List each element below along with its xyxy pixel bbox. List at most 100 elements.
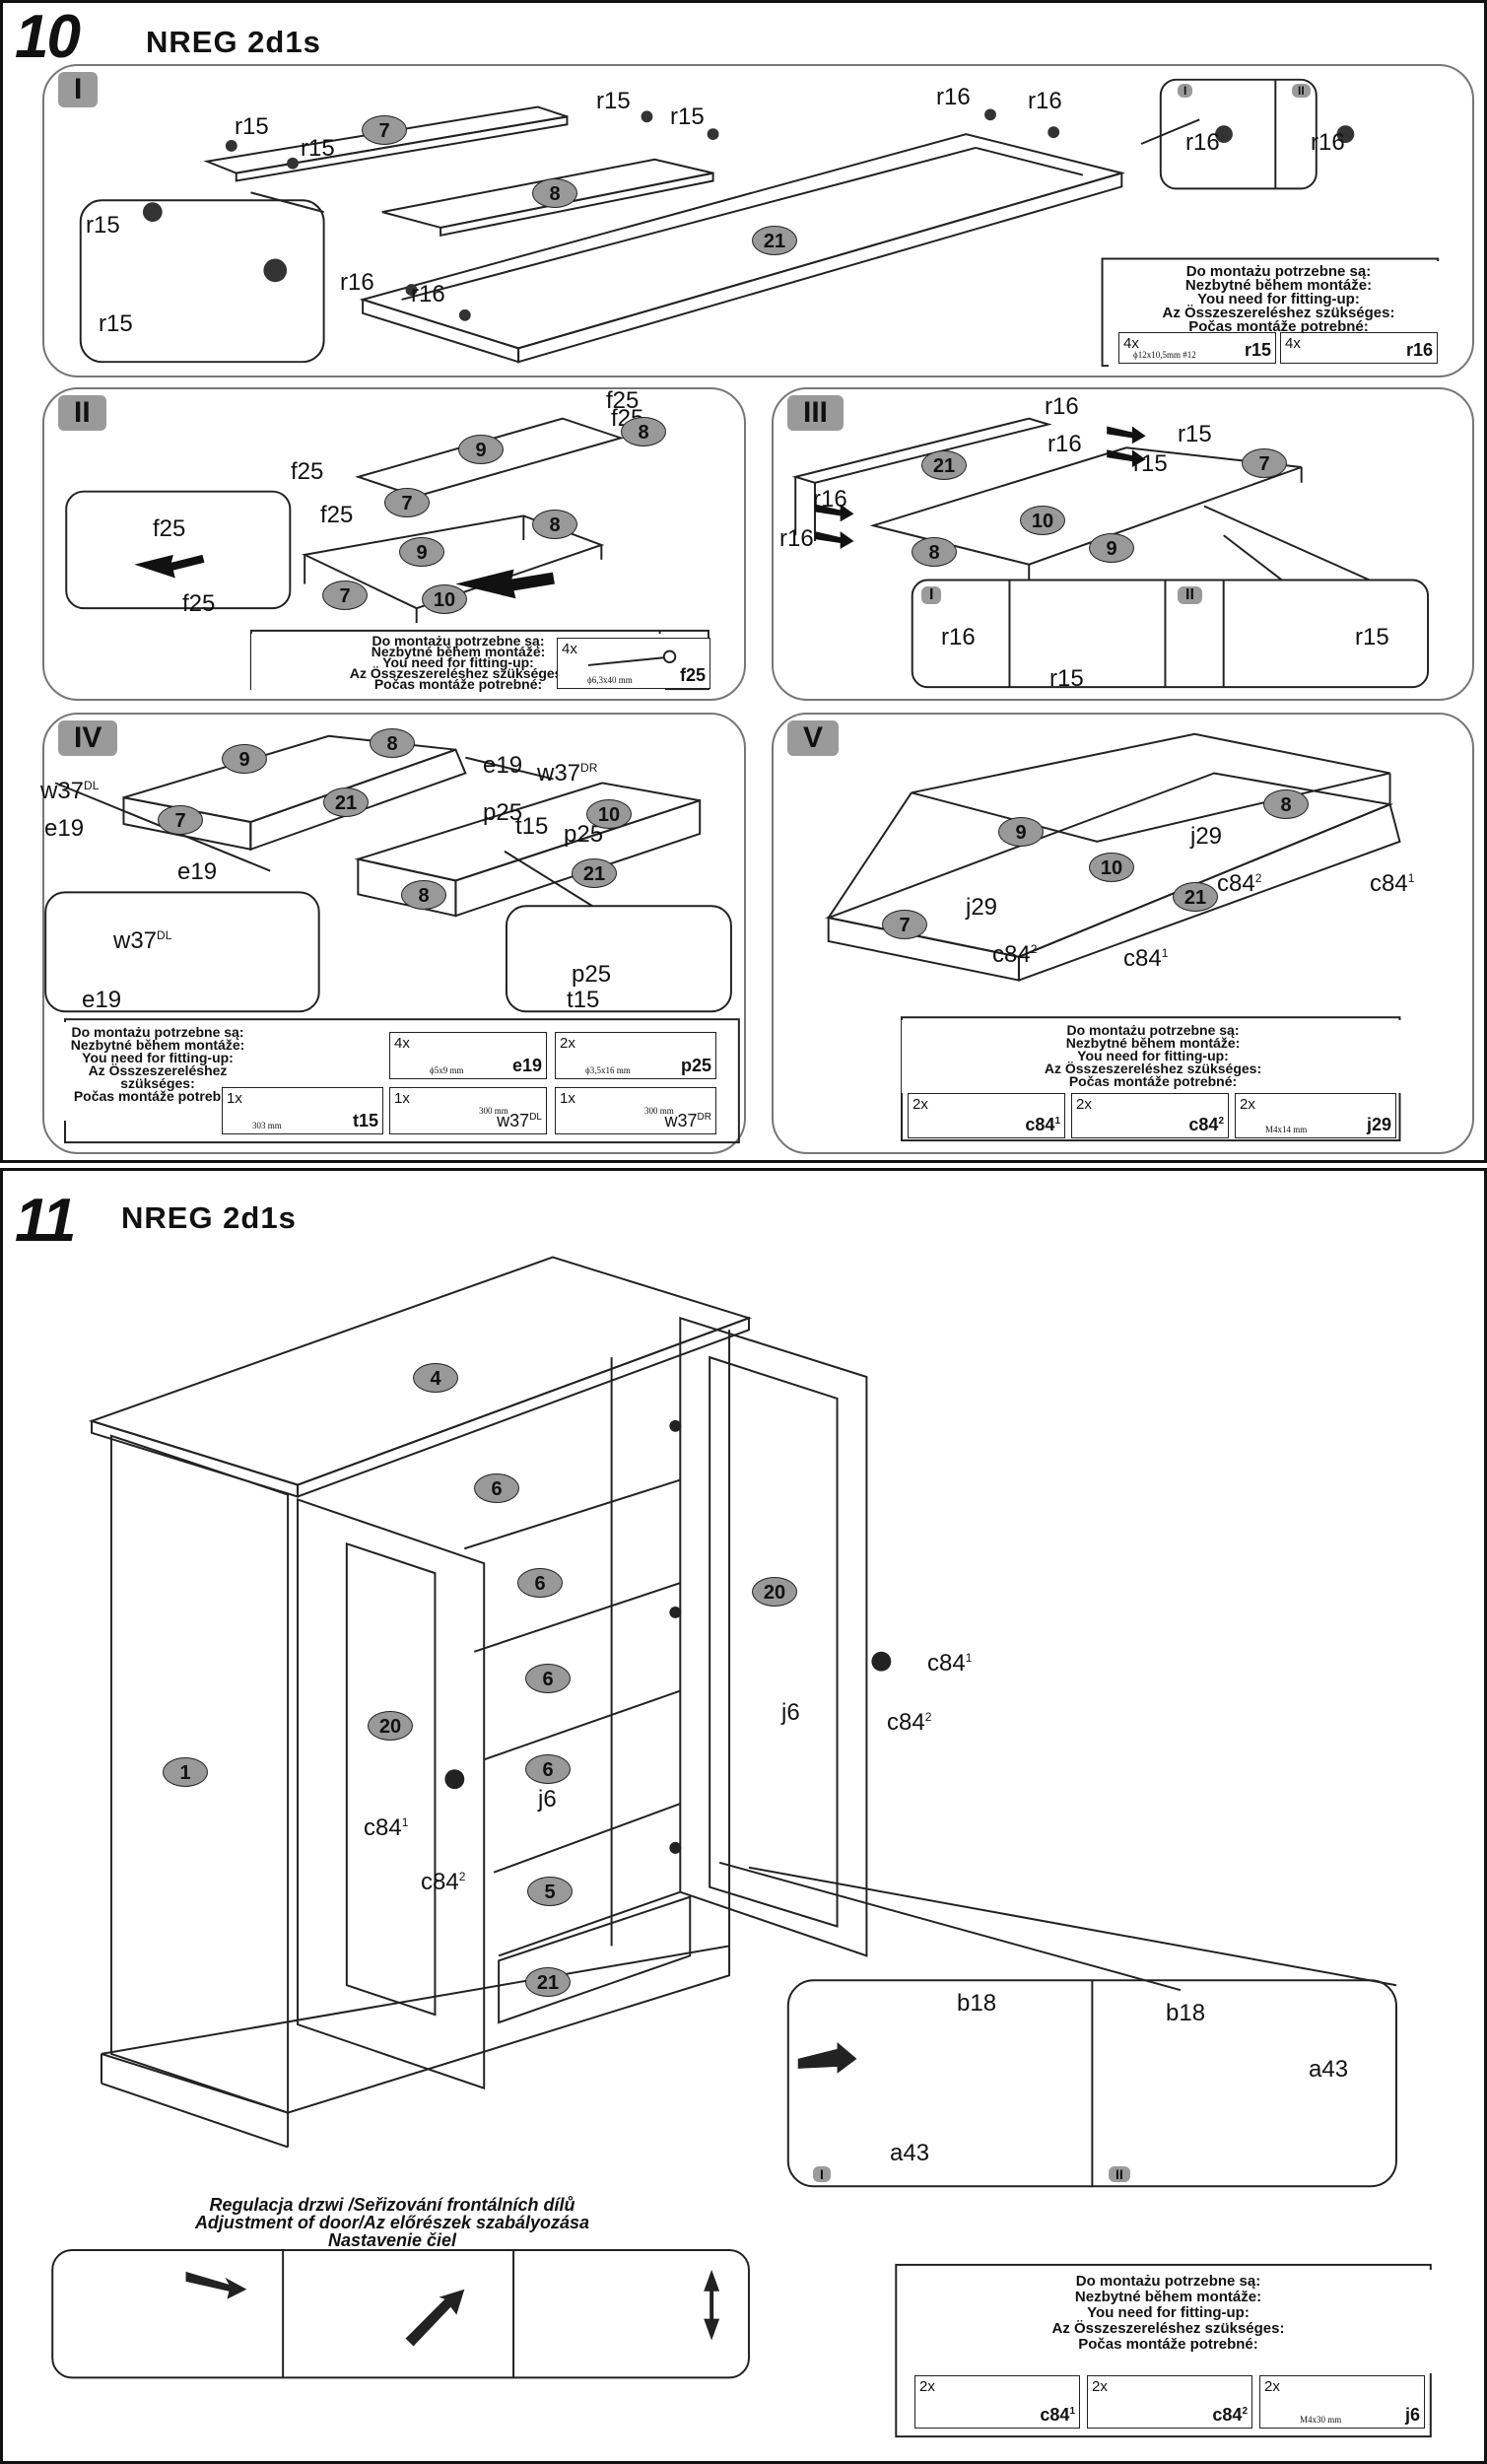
part-badge: 8: [532, 510, 577, 539]
label-r16: r16: [1185, 129, 1220, 156]
label-j6: j6: [538, 1786, 557, 1813]
hardware-code: e19: [511, 1056, 542, 1075]
part-badge: 10: [586, 799, 632, 829]
hardware-code: w37DL: [497, 1111, 542, 1130]
needs-text: Do montażu potrzebne są: Nezbytné během …: [902, 1020, 1404, 1088]
step-label-ii: II: [58, 395, 106, 431]
label-w37-dl: w37DL: [113, 927, 172, 954]
part-badge: 7: [158, 805, 203, 835]
hardware-dim: 300 mm: [479, 1106, 508, 1116]
label-c84-2: c842: [992, 941, 1038, 968]
label-c84-1: c841: [364, 1814, 409, 1841]
label-f25: f25: [291, 458, 324, 485]
label-b18: b18: [1166, 2000, 1206, 2026]
label-r15: r15: [1049, 665, 1084, 692]
label-r15: r15: [1133, 450, 1168, 477]
hardware-qty: 2x: [919, 2378, 935, 2395]
part-badge: 7: [1242, 448, 1287, 478]
need-line: Do montażu potrzebne są:: [1066, 1022, 1240, 1038]
label-c84-2: c842: [887, 1709, 932, 1736]
hardware-qty: 4x: [394, 1035, 410, 1052]
hardware-item: 2x ϕ3,5x16 mm p25: [555, 1032, 716, 1079]
hardware-qty: 2x: [912, 1096, 928, 1113]
label-r16: r16: [340, 269, 374, 296]
hardware-qty: 2x: [1264, 2378, 1280, 2395]
hardware-item: 4x ϕ6,3x40 mm f25: [557, 638, 710, 689]
label-e19: e19: [483, 752, 523, 779]
need-line: Do montażu potrzebne są:: [1075, 2273, 1261, 2290]
hardware-needs-box: Do montażu potrzebne są: Nezbytné během …: [64, 1022, 251, 1121]
label-r15: r15: [670, 103, 705, 130]
label-r15: r15: [86, 212, 120, 239]
hardware-needs-box: Do montażu potrzebne są: Nezbytné během …: [1109, 261, 1449, 370]
need-line: Počas montáže potrebné:: [1188, 318, 1369, 335]
label-w37-dl: w37DL: [40, 778, 100, 804]
hardware-item: 1x 300 mm w37DR: [555, 1087, 716, 1134]
label-r16: r16: [1028, 88, 1062, 114]
part-badge: 9: [458, 435, 504, 464]
model-name: NREG 2d1s: [146, 25, 321, 59]
hardware-code: c842: [1212, 2405, 1248, 2425]
label-f25: f25: [606, 387, 640, 414]
part-badge: 6: [525, 1664, 571, 1693]
part-badge: 6: [474, 1473, 519, 1503]
part-badge: 8: [401, 880, 446, 910]
hardware-code: j29: [1366, 1115, 1391, 1134]
step-panel-i: I: [42, 64, 1474, 377]
part-badge: 9: [399, 537, 444, 567]
label-f25: f25: [320, 502, 354, 528]
hardware-item: 1x 303 mm t15: [222, 1087, 383, 1134]
part-badge: 9: [222, 744, 267, 774]
hardware-code: c841: [1025, 1115, 1060, 1134]
hardware-dim: ϕ6,3x40 mm: [587, 675, 633, 685]
wardrobe-assembly-drawing: [51, 1256, 1432, 2438]
label-c84-1: c841: [1370, 870, 1415, 897]
label-c84-2: c842: [421, 1869, 466, 1895]
model-name: NREG 2d1s: [121, 1200, 297, 1235]
step-panel-ii: II f25 f25 f25 f25 f25 f25 9 8 7 9 8: [42, 387, 746, 701]
hardware-dim: 303 mm: [252, 1121, 282, 1130]
label-r16: r16: [1311, 129, 1345, 156]
detail-label-i: I: [921, 586, 942, 604]
part-badge: 21: [572, 858, 617, 888]
part-badge: 5: [527, 1877, 573, 1906]
label-c84-1: c841: [927, 1650, 973, 1677]
part-badge: 10: [422, 584, 467, 614]
hardware-item: 2x c841: [908, 1093, 1065, 1138]
part-badge: 7: [322, 581, 368, 610]
need-line: Az Összeszereléshez szükséges:: [1051, 2320, 1285, 2337]
hardware-qty: 2x: [1076, 1096, 1092, 1113]
hardware-code: t15: [352, 1111, 378, 1130]
need-line: You need for fitting-up:: [1087, 2304, 1250, 2321]
need-line: Nezbytné během montáže:: [1184, 277, 1373, 294]
hardware-qty: 2x: [560, 1035, 575, 1052]
detail-label-i: I: [1178, 84, 1193, 98]
part-badge: 8: [1263, 789, 1309, 819]
hardware-qty: 1x: [394, 1090, 410, 1107]
part-badge: 7: [384, 488, 430, 517]
label-a43: a43: [890, 2140, 930, 2166]
label-j6: j6: [781, 1699, 800, 1726]
part-badge: 21: [752, 226, 797, 255]
hardware-cells: 4x ϕ12x10,5mm #12 r15 4x r16: [1118, 332, 1438, 364]
label-e19: e19: [177, 858, 218, 885]
hardware-qty: 4x: [562, 641, 577, 657]
hardware-item: 2x M4x30 mm j6: [1259, 2375, 1425, 2429]
label-p25: p25: [572, 961, 612, 988]
label-c84-1: c841: [1123, 945, 1169, 972]
label-r16: r16: [1048, 431, 1082, 457]
label-r15: r15: [1355, 624, 1389, 650]
part-badge: 10: [1089, 853, 1134, 882]
detail-label-ii: II: [1292, 84, 1311, 98]
need-line: Počas montáže potrebné:: [73, 1088, 242, 1104]
hardware-needs-box: Do montażu potrzebne są: Nezbytné během …: [902, 1020, 1404, 1093]
hardware-item: 1x 300 mm w37DL: [389, 1087, 547, 1134]
part-badge: 8: [370, 728, 415, 758]
part-badge: 21: [323, 787, 369, 817]
label-r16: r16: [936, 84, 971, 110]
label-r15: r15: [301, 135, 335, 162]
need-line: Nezbytné během montáže:: [371, 644, 546, 659]
need-line: Nezbytné během montáže:: [1065, 1035, 1241, 1051]
hardware-item: 2x M4x14 mm j29: [1235, 1093, 1396, 1138]
hardware-code: c842: [1188, 1115, 1224, 1134]
